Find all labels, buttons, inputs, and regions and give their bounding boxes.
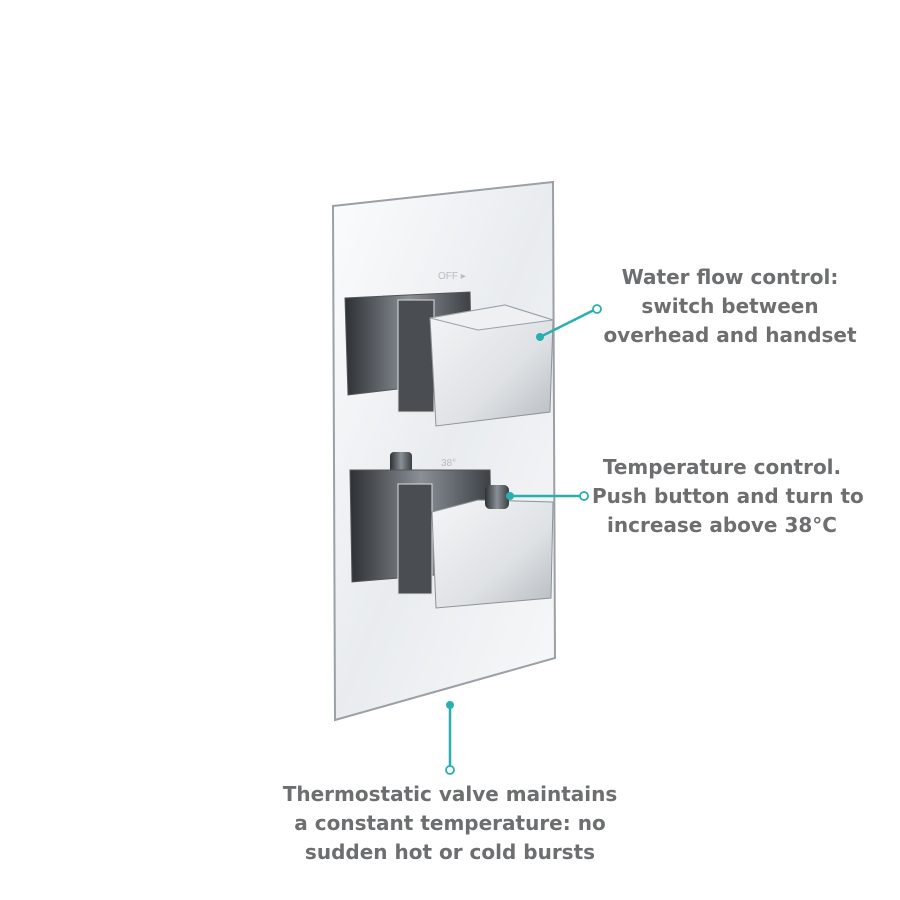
thermostatic-annotation: Thermostatic valve maintains a constant …	[250, 780, 650, 867]
temperature-marking: 38°	[441, 458, 456, 469]
annotation-line: Water flow control:	[621, 265, 839, 289]
temperature-callout-line	[506, 491, 589, 501]
annotation-line: sudden hot or cold bursts	[304, 840, 596, 864]
base-push-button	[390, 452, 412, 474]
thermostatic-callout-line	[445, 701, 455, 775]
annotation-line: switch between	[641, 294, 819, 318]
valve-faceplate	[331, 180, 557, 722]
flow-control-annotation: Water flow control: switch between overh…	[600, 263, 860, 350]
flow-callout-line	[536, 304, 602, 341]
annotation-line: increase above 38°C	[607, 513, 837, 537]
annotation-line: Push button and turn to	[592, 484, 864, 508]
annotation-line: a constant temperature: no	[294, 811, 606, 835]
temperature-control-knob[interactable]	[349, 452, 554, 609]
annotation-line: overhead and handset	[603, 323, 857, 347]
off-marking: OFF ▸	[438, 271, 466, 282]
annotation-line: Thermostatic valve maintains	[282, 782, 618, 806]
flow-control-knob[interactable]	[344, 291, 554, 427]
temperature-control-annotation: Temperature control. Push button and tur…	[592, 453, 864, 540]
push-button[interactable]	[485, 485, 509, 509]
annotation-line: Temperature control.	[602, 455, 842, 479]
